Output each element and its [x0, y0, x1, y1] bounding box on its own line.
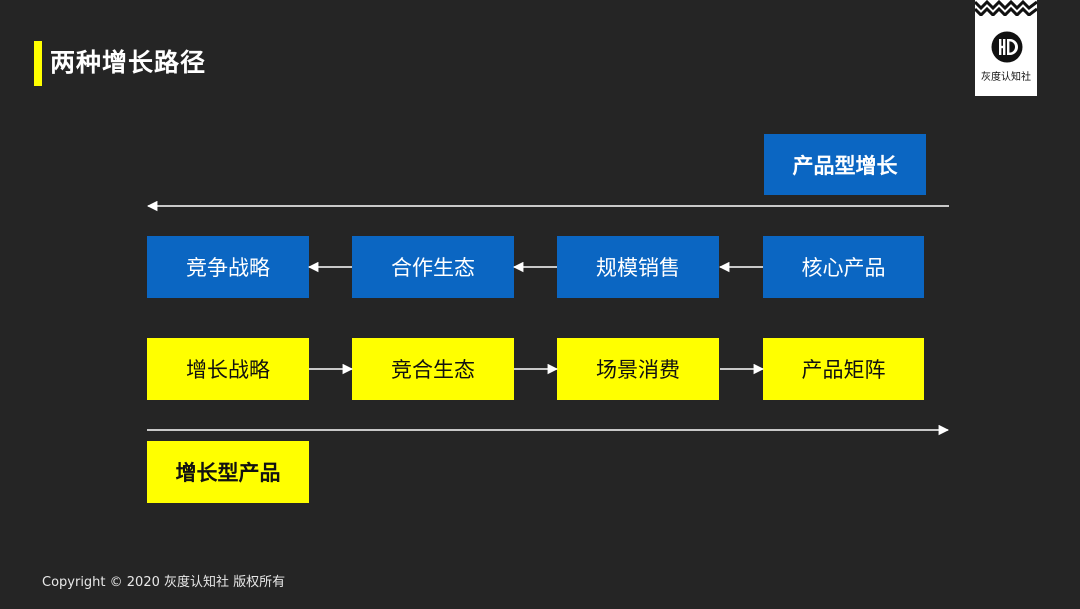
- title-accent-bar: [34, 41, 42, 86]
- growth-product-label: 增长型产品: [147, 441, 309, 503]
- logo: 灰度认知社: [975, 0, 1037, 96]
- yellow-step-scenario-consumption: 场景消费: [557, 338, 719, 400]
- logo-mark-icon: [991, 31, 1023, 63]
- blue-step-competitive-strategy: 竞争战略: [147, 236, 309, 298]
- blue-step-partner-ecosystem: 合作生态: [352, 236, 514, 298]
- blue-step-scale-sales: 规模销售: [557, 236, 719, 298]
- yellow-step-product-matrix: 产品矩阵: [763, 338, 924, 400]
- product-growth-label: 产品型增长: [764, 134, 926, 195]
- blue-step-core-product: 核心产品: [763, 236, 924, 298]
- zigzag-pattern-icon: [975, 0, 1037, 16]
- slide-title: 两种增长路径: [50, 48, 207, 77]
- yellow-step-growth-strategy: 增长战略: [147, 338, 309, 400]
- copyright-footer: Copyright © 2020 灰度认知社 版权所有: [42, 575, 286, 590]
- logo-text: 灰度认知社: [981, 72, 1031, 83]
- yellow-step-coopetition-ecosystem: 竞合生态: [352, 338, 514, 400]
